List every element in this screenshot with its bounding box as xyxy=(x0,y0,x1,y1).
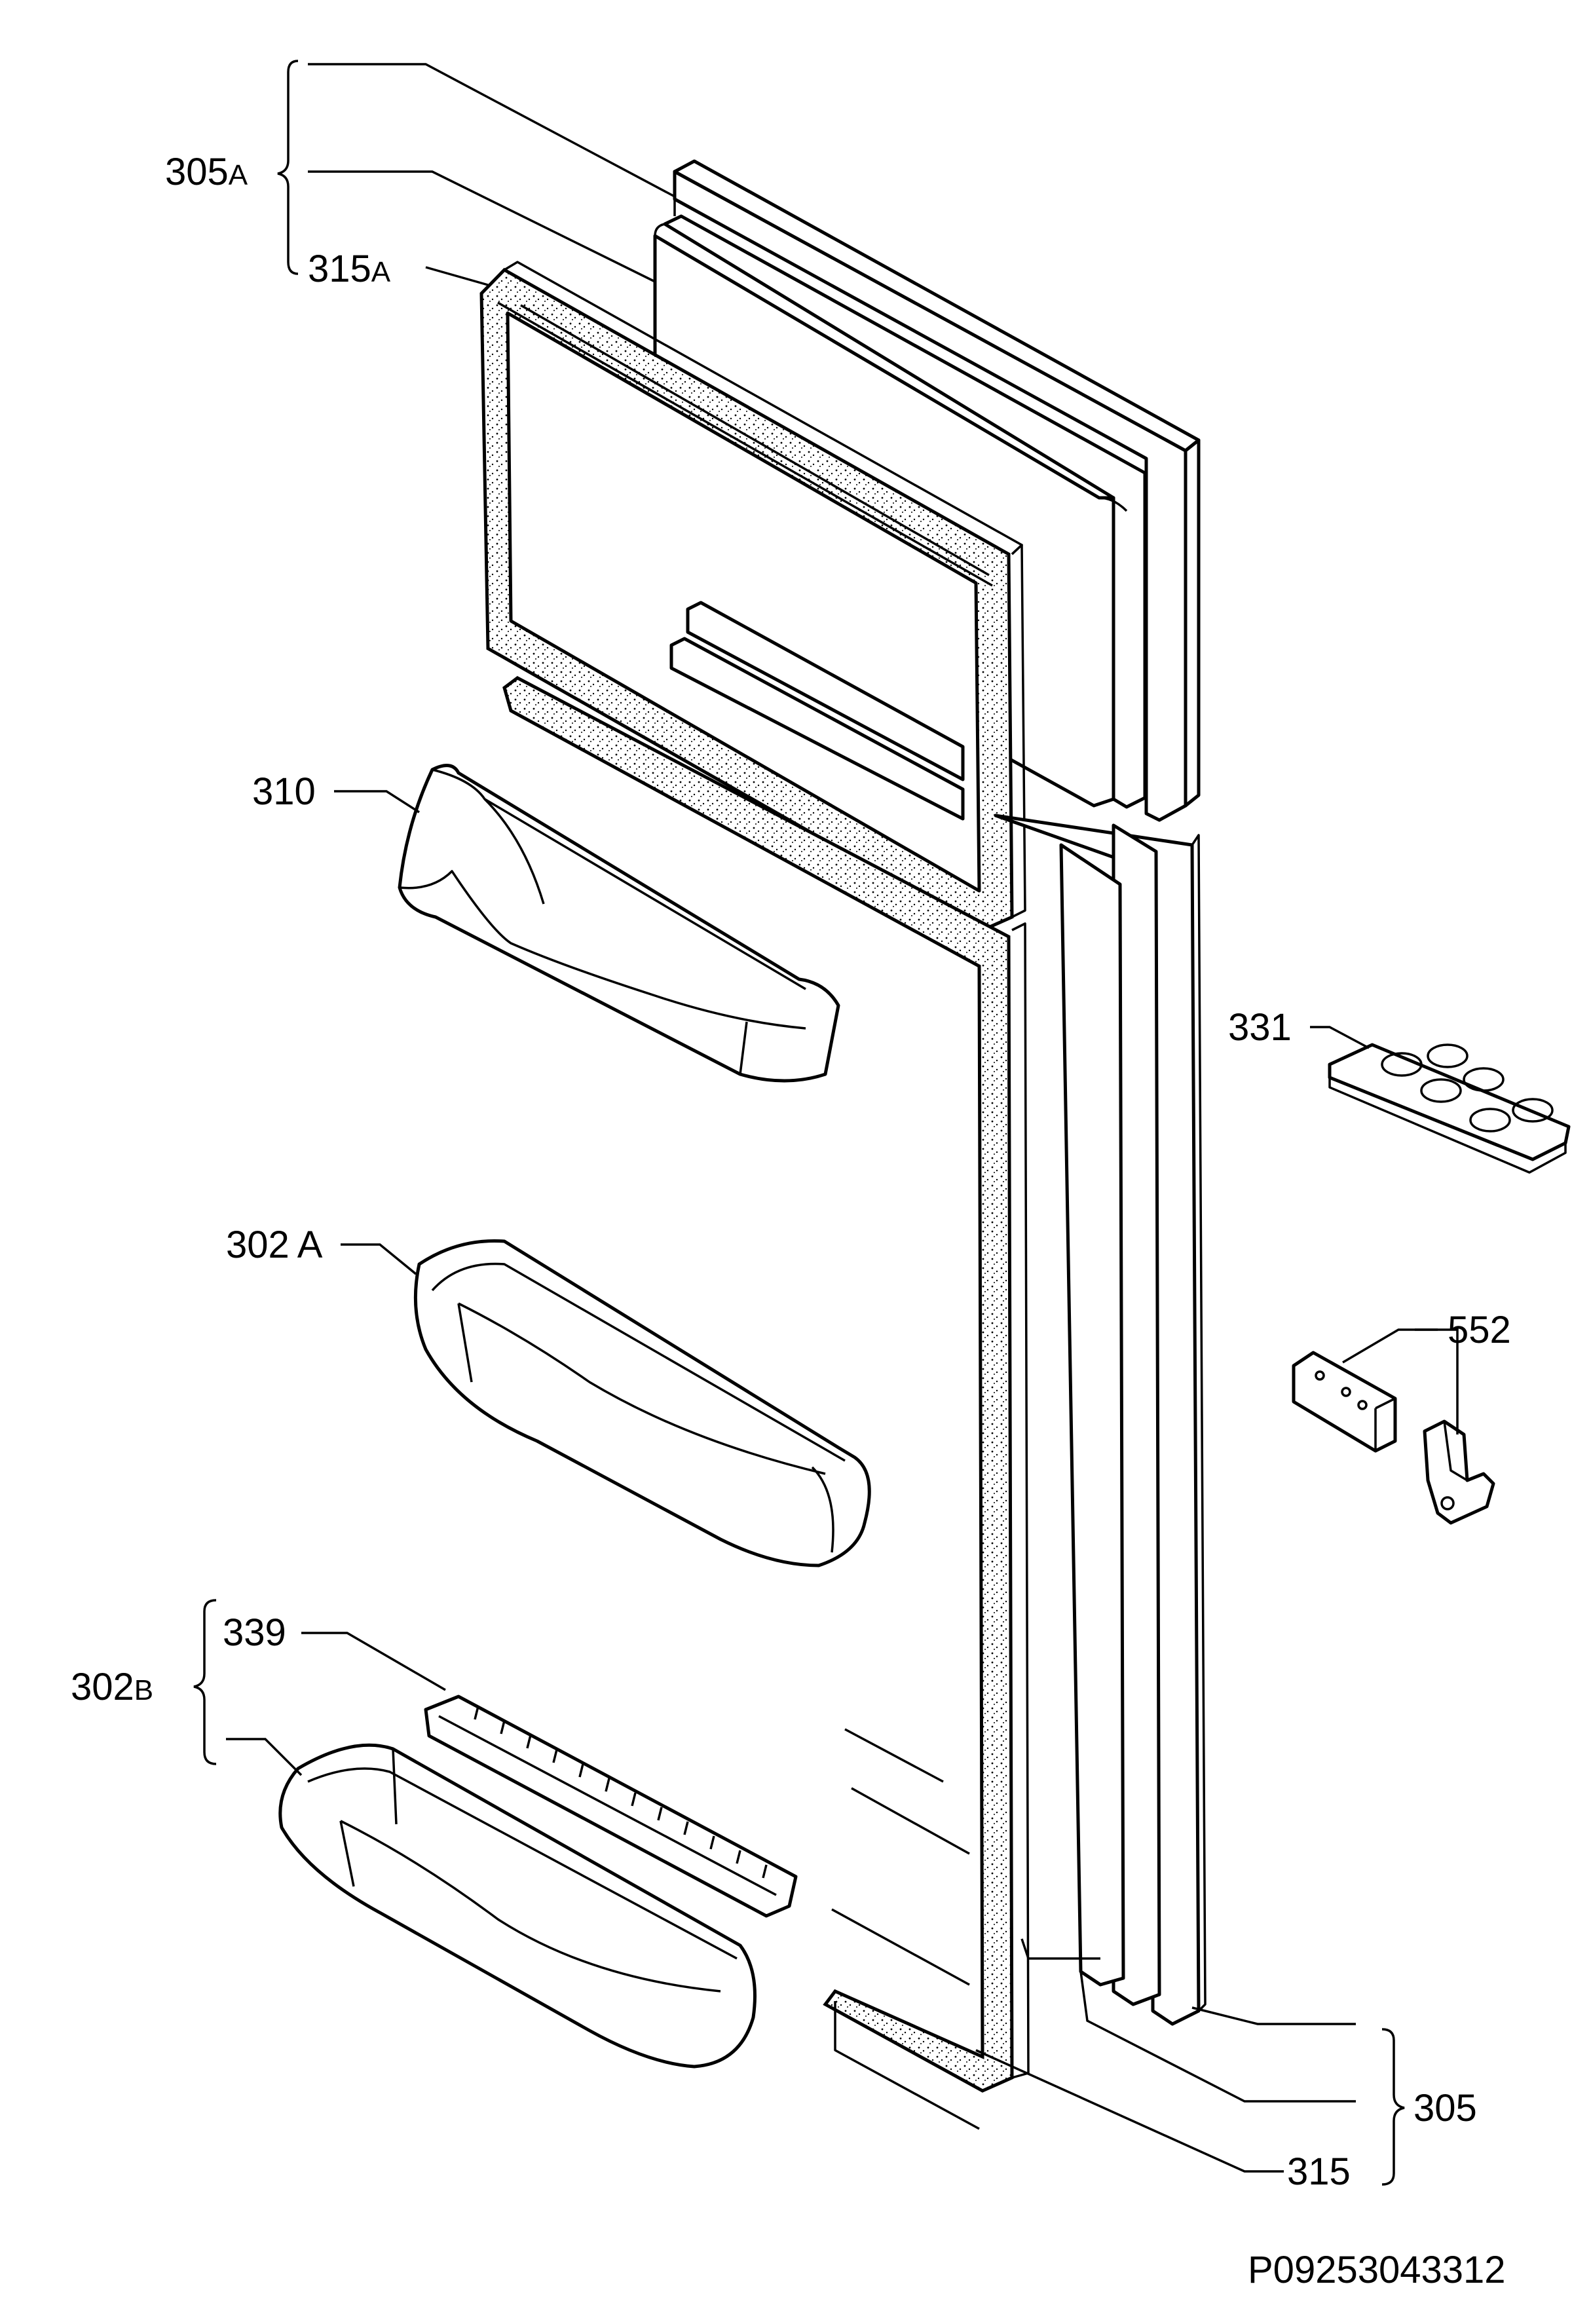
freezer-inner-ridges xyxy=(669,601,965,821)
braces xyxy=(193,60,1405,2186)
label-315: 315 xyxy=(1287,2150,1351,2193)
label-310: 310 xyxy=(252,770,316,813)
label-339: 339 xyxy=(223,1611,286,1654)
label-315a: 315A xyxy=(308,248,391,290)
fridge-door-outer xyxy=(994,814,1207,2026)
hinge-bracket-552 xyxy=(1423,1419,1495,1525)
bottle-divider-339 xyxy=(424,1695,798,1918)
label-331: 331 xyxy=(1228,1006,1292,1049)
door-shelf-302a xyxy=(413,1239,871,1567)
label-552: 552 xyxy=(1448,1309,1511,1351)
label-305: 305 xyxy=(1413,2087,1477,2129)
label-305a: 305A xyxy=(165,151,248,193)
fridge-gasket xyxy=(502,676,1030,2130)
egg-tray-331 xyxy=(1328,1043,1571,1174)
bottle-shelf-302b xyxy=(278,1743,757,2069)
drawing-code: P09253043312 xyxy=(1248,2249,1506,2291)
leader-lines xyxy=(226,63,1459,2173)
dairy-compartment-310 xyxy=(398,764,840,1083)
hinge-cover-552 xyxy=(1292,1351,1397,1453)
freezer-door-outer xyxy=(673,159,1201,822)
label-302b: 302B xyxy=(71,1666,153,1708)
